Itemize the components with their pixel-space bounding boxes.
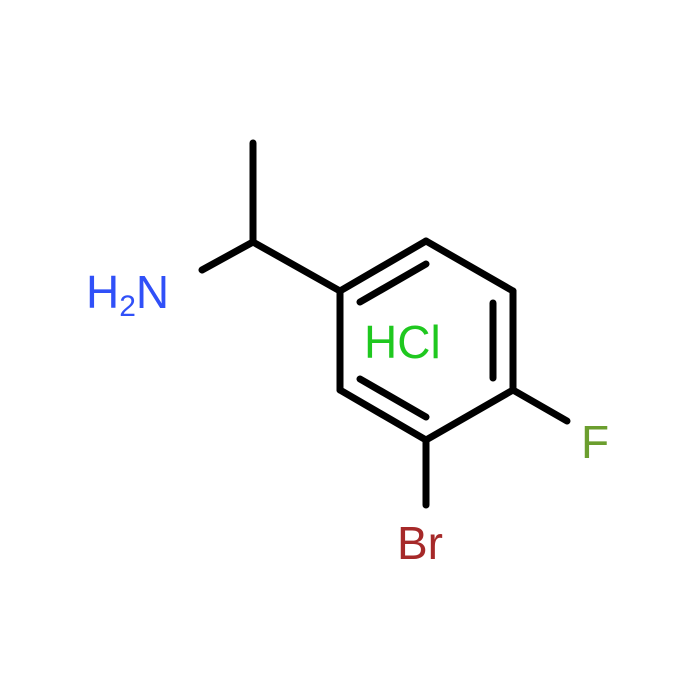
ring-bond-4 <box>422 386 517 444</box>
salt-label: HCl <box>364 316 441 368</box>
ring-bond-2 <box>422 237 517 295</box>
ring-bond-1 <box>336 237 430 295</box>
bromo-label: Br <box>397 517 443 569</box>
amine-label: H2N <box>86 266 169 323</box>
ring-bond-5 <box>336 386 430 444</box>
bond-c-n <box>198 238 257 274</box>
ring-double-bond-top <box>356 260 430 306</box>
bond-c-f <box>509 386 571 425</box>
bond-c-ring <box>249 238 344 295</box>
ring-double-bond-bottom <box>356 375 430 421</box>
fluoro-label: F <box>581 416 609 468</box>
